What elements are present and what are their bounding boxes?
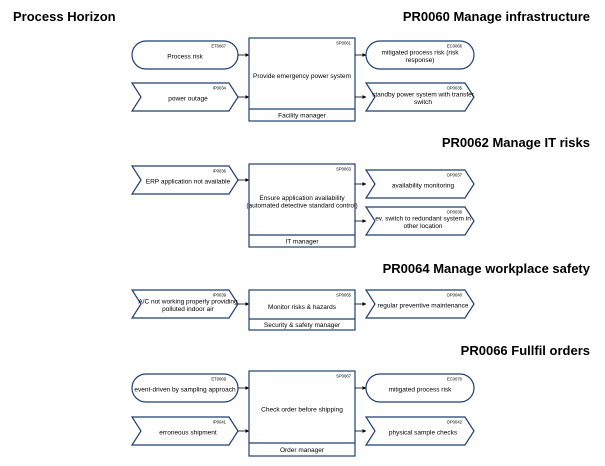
element-label: erroneous shipment: [159, 429, 217, 436]
process-title-pr0062: PR0062 Manage IT risks: [441, 135, 590, 150]
element-code: OP0040: [447, 293, 463, 298]
output-node-op0042: OP0042 physical sample checks: [364, 416, 475, 446]
element-code: ET0069: [211, 377, 226, 382]
element-label: power outage: [168, 95, 208, 102]
element-label: ERP application not available: [146, 178, 231, 185]
activity-box: [248, 289, 356, 331]
activity-box: [248, 37, 356, 122]
element-label: event-driven by sampling approach: [134, 386, 236, 393]
activity-label: Ensure application availability(automate…: [246, 195, 357, 210]
activity-code: SP0063: [336, 167, 352, 172]
output-node-op0037: OP0037 availability monitoring: [364, 169, 475, 199]
activity-code: SP0061: [336, 41, 352, 46]
process-title-pr0066: PR0066 Fullfil orders: [460, 343, 590, 358]
element-code: EC0070: [447, 377, 463, 382]
input-shape: [130, 289, 239, 319]
element-code: IP0036: [213, 169, 227, 174]
event-shape: [131, 373, 239, 403]
output-node-op0040: OP0040 regular preventive maintenance: [364, 289, 475, 319]
element-code: OP0038: [447, 210, 463, 215]
element-code: EC0066: [447, 44, 463, 49]
element-label: availability monitoring: [392, 182, 455, 189]
element-code: ET0067: [211, 44, 226, 49]
element-label: physical sample checks: [389, 429, 458, 436]
event-shape: [365, 373, 475, 403]
activity-box: [248, 370, 356, 457]
input-shape: [130, 416, 239, 446]
activity-owner: Order manager: [280, 447, 325, 454]
element-code: OP0042: [447, 420, 463, 425]
input-node-ip0041: IP0041 erroneous shipment: [130, 416, 239, 446]
element-label: mitigated process risk: [389, 386, 453, 393]
activity-owner: Security & safety manager: [264, 322, 341, 329]
element-code: IP0034: [213, 86, 227, 91]
input-node-ip0034: IP0034 power outage: [130, 82, 239, 112]
output-shape: [364, 416, 475, 446]
activity-code: SP0065: [336, 293, 352, 298]
input-shape: [130, 165, 239, 195]
input-node-et0069: ET0069 event-driven by sampling approach: [131, 373, 239, 403]
activity-label: Provide emergency power system: [253, 73, 351, 80]
activity-owner: IT manager: [285, 238, 319, 245]
activity-box: [248, 163, 356, 248]
output-shape: [364, 289, 475, 319]
activity-label: Check order before shipping: [261, 406, 343, 413]
output-shape: [364, 206, 475, 236]
event-shape: [131, 40, 239, 70]
activity-label: Monitor risks & hazards: [268, 304, 337, 311]
output-shape: [364, 82, 475, 112]
output-node-ec0070: EC0070 mitigated process risk: [365, 373, 475, 403]
process-title-pr0064: PR0064 Manage workplace safety: [382, 261, 590, 276]
element-label: Process risk: [167, 53, 203, 60]
element-code: IP0041: [213, 420, 227, 425]
element-code: OP0035: [447, 86, 463, 91]
output-shape: [364, 169, 475, 199]
event-shape: [365, 40, 475, 70]
element-code: IP0039: [213, 293, 227, 298]
element-label: regular preventive maintenance: [377, 302, 468, 309]
input-shape: [130, 82, 239, 112]
element-code: OP0037: [447, 173, 463, 178]
document-title: Process Horizon: [13, 9, 116, 24]
activity-owner: Facility manager: [278, 112, 327, 119]
process-title-pr0060: PR0060 Manage infrastructure: [402, 9, 590, 24]
activity-code: SP0067: [336, 374, 352, 379]
